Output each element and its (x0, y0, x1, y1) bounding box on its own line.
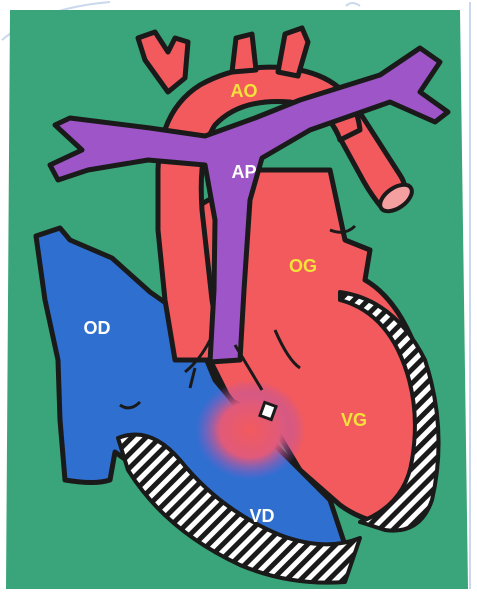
valve-leaflet (260, 402, 276, 419)
label-ao: AO (231, 81, 258, 101)
label-og: OG (289, 256, 317, 276)
label-vg: VG (341, 410, 367, 430)
label-vd: VD (249, 506, 274, 526)
label-od: OD (84, 318, 111, 338)
septal-mixing-zone (195, 380, 305, 480)
label-ap: AP (231, 162, 256, 182)
aortic-branch-middle (232, 34, 256, 72)
